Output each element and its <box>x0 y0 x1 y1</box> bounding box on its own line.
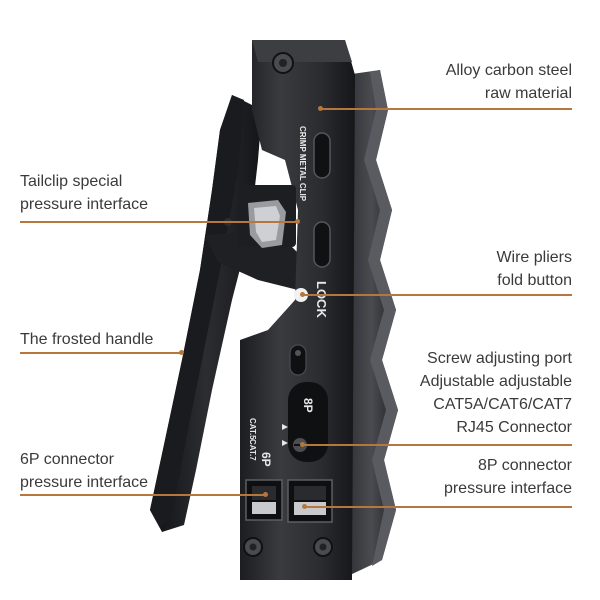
tailclip-interface <box>224 185 296 248</box>
leader-8p <box>302 504 572 509</box>
leader-handle <box>20 350 184 355</box>
leader-6p <box>20 492 268 497</box>
callout-tailclip: Tailclip special pressure interface <box>20 173 149 213</box>
connector-8p-port <box>287 479 333 523</box>
lock-text: LOCK <box>314 281 329 318</box>
connector-6p-port <box>245 479 283 521</box>
callout-6p: 6P connector pressure interface <box>20 451 149 491</box>
leader-fold <box>300 292 572 297</box>
label-6p: 6P <box>259 452 273 467</box>
label-cat5: CAT.5 <box>248 418 257 440</box>
callout-handle: The frosted handle <box>20 331 154 348</box>
label-8p: 8P <box>301 398 315 413</box>
screw-adjusting-port <box>288 382 328 462</box>
label-cat7: CAT.7 <box>248 439 257 461</box>
callout-fold: Wire pliers fold button <box>496 249 572 289</box>
callout-screw: Screw adjusting port Adjustable adjustab… <box>419 350 572 436</box>
leader-alloy <box>318 106 572 111</box>
callout-alloy: Alloy carbon steel raw material <box>445 62 572 102</box>
leader-tailclip <box>20 219 300 224</box>
crimp-metal-clip-text: CRIMP METAL CLIP <box>298 126 307 202</box>
leader-screw <box>300 442 572 447</box>
callout-8p: 8P connector pressure interface <box>443 457 572 497</box>
